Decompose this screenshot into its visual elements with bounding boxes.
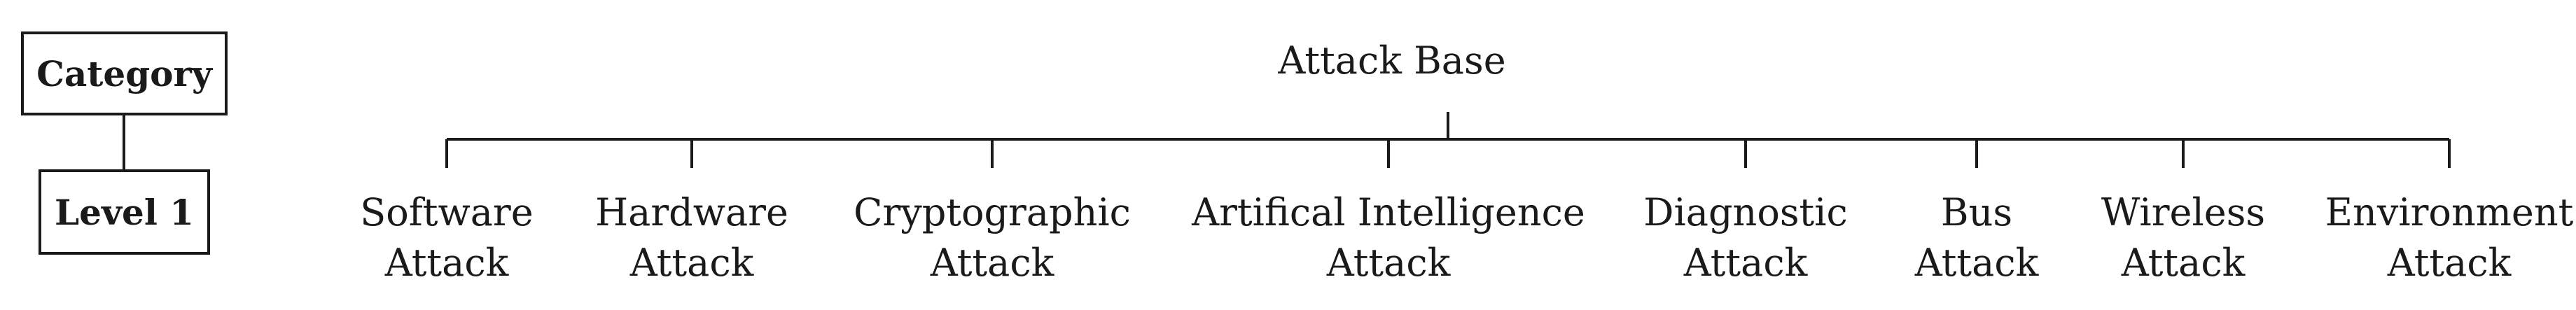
node-label-line2: Attack — [930, 241, 1054, 285]
node-label-line2: Attack — [1683, 241, 1808, 285]
node-software-attack: Software Attack — [202, 188, 692, 288]
node-label-line2: Attack — [1914, 241, 2039, 285]
node-wireless-attack: Wireless Attack — [1938, 188, 2428, 288]
node-label-line2: Attack — [1326, 241, 1451, 285]
level-1-label: Level 1 — [54, 191, 195, 233]
category-label: Category — [36, 52, 212, 94]
node-environment-attack: Environment Attack — [2204, 188, 2576, 288]
node-label-line1: Software — [360, 190, 534, 234]
node-label-line2: Attack — [2121, 241, 2246, 285]
node-label-line1: Wireless — [2101, 190, 2266, 234]
node-label-line1: Cryptographic — [854, 190, 1131, 234]
node-label-line1: Hardware — [595, 190, 788, 234]
node-label-line1: Environment — [2325, 190, 2574, 234]
node-label-line2: Attack — [629, 241, 754, 285]
node-bus-attack: Bus Attack — [1732, 188, 2222, 288]
level-1-box: Level 1 — [39, 169, 210, 255]
node-diagnostic-attack: Diagnostic Attack — [1501, 188, 1991, 288]
node-label-line1: Bus — [1940, 190, 2013, 234]
category-box: Category — [21, 31, 228, 115]
node-label-line1: Artifical Intelligence — [1192, 190, 1585, 234]
node-ai-attack: Artifical Intelligence Attack — [1143, 188, 1634, 288]
node-hardware-attack: Hardware Attack — [447, 188, 937, 288]
root-node: Attack Base — [1278, 38, 1506, 83]
node-label-line2: Attack — [2387, 241, 2512, 285]
node-label-line1: Diagnostic — [1643, 190, 1848, 234]
node-cryptographic-attack: Cryptographic Attack — [747, 188, 1237, 288]
node-label-line2: Attack — [384, 241, 509, 285]
